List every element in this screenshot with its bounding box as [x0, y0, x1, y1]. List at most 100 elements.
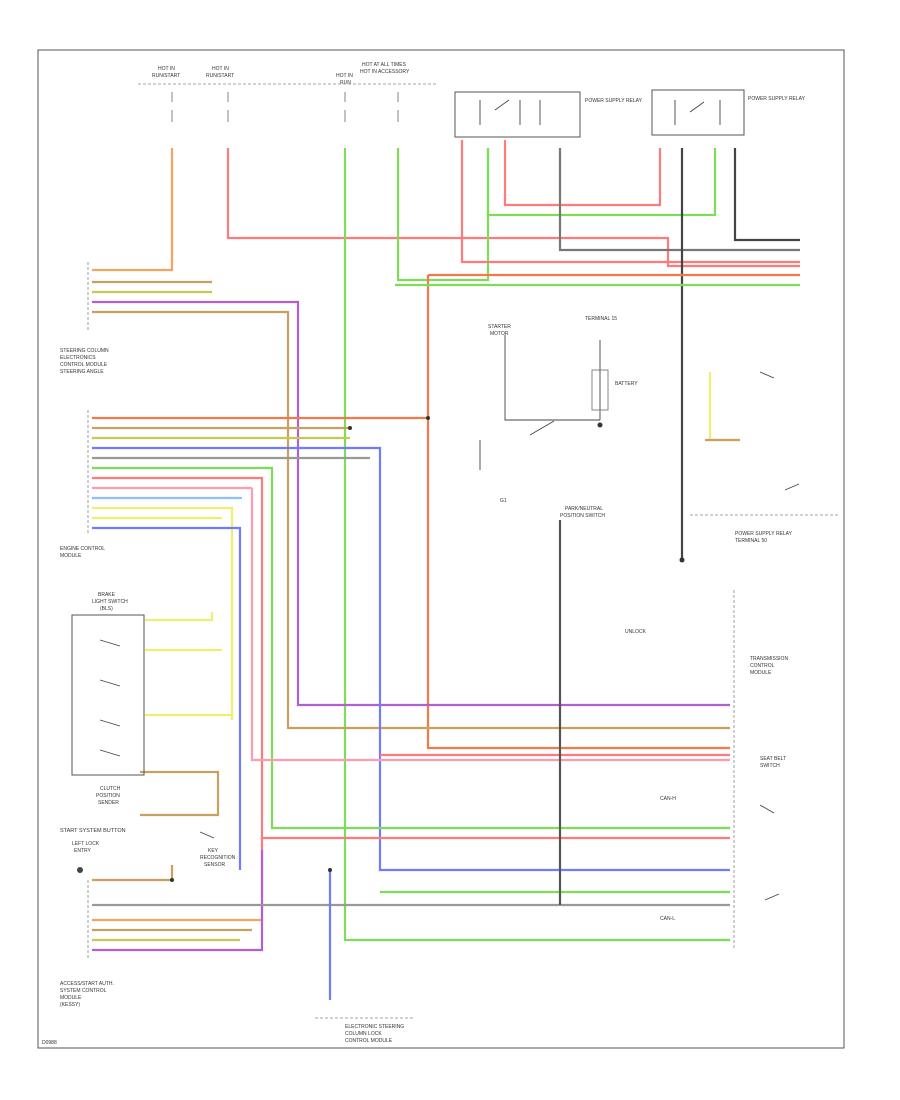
- park-label-2: POSITION SWITCH: [560, 513, 605, 519]
- engine-control-label-2: MODULE: [60, 553, 82, 559]
- starter-relay: POWER SUPPLY RELAY TERMINAL 50: [690, 483, 840, 544]
- wire-purple-1: [92, 300, 730, 707]
- steering-angle-label: STEERING ANGLE: [60, 369, 104, 375]
- brake-light-switch: BRAKE LIGHT SWITCH (BLS): [71, 592, 145, 776]
- wire-yellow-5: [145, 612, 214, 622]
- starter-relay-label-2: TERMINAL 50: [735, 538, 767, 544]
- ignition-switch-icon: [764, 893, 780, 901]
- relay-2: POWER SUPPLY RELAY: [651, 89, 806, 136]
- wire-yellow-9: [708, 372, 740, 442]
- key-sensor-label: KEY: [208, 848, 219, 854]
- start-system-button: START SYSTEM BUTTON LEFT LOCK ENTRY KEY …: [60, 828, 236, 873]
- starter-relay-label: POWER SUPPLY RELAY: [735, 531, 793, 537]
- wire-red-1: [226, 148, 800, 268]
- fuse-c-sub-label: RUN: [340, 80, 351, 86]
- fuse-b-label: HOT IN: [212, 66, 229, 72]
- steering-column-label-3: CONTROL MODULE: [60, 362, 108, 368]
- wire-blue-2: [92, 526, 242, 870]
- relay-1-label: POWER SUPPLY RELAY: [585, 98, 643, 104]
- key-sensor-label-2: RECOGNITION: [200, 855, 236, 861]
- wire-green-5: [92, 466, 730, 830]
- splice-5-icon: [170, 878, 174, 882]
- access-ctrl-label: ACCESS/START AUTH.: [60, 981, 114, 987]
- access-ctrl-label-3: MODULE: [60, 995, 82, 1001]
- inhibitor-label: TRANSMISSION: [750, 656, 788, 662]
- seat-belt-buckle: [705, 371, 775, 442]
- ground-label: G1: [500, 498, 507, 504]
- clutch-position-sender: CLUTCH POSITION SENDER: [96, 786, 121, 806]
- led-indicator-icon: [77, 867, 83, 873]
- relay-1: POWER SUPPLY RELAY: [454, 91, 643, 138]
- key-sensor-label-3: SENSOR: [204, 862, 226, 868]
- wire-green-3: [486, 148, 717, 217]
- wire-black-2: [733, 148, 800, 242]
- brake-switch-label-3: (BLS): [100, 606, 113, 612]
- access-control-module: ACCESS/START AUTH. SYSTEM CONTROL MODULE…: [60, 880, 114, 1008]
- splice-1-icon: [426, 416, 430, 420]
- access-ctrl-label-4: (KESSY): [60, 1002, 80, 1008]
- splice-4-icon: [328, 868, 332, 872]
- brake-switch-label-2: LIGHT SWITCH: [92, 599, 128, 605]
- elec-lock-label-2: COLUMN LOCK: [345, 1031, 382, 1037]
- can-hi-label: CAN-H: [660, 796, 676, 802]
- button-switch-icon: [199, 831, 215, 839]
- fuse-block-top: HOT IN RUN/START HOT IN RUN/START HOT IN…: [138, 62, 438, 122]
- wire-brown-6: [92, 865, 174, 882]
- wire-pink-2: [250, 488, 730, 762]
- inhibitor-module: TRANSMISSION CONTROL MODULE UNLOCK SEAT …: [625, 590, 788, 948]
- led-label-2: ENTRY: [74, 848, 92, 854]
- starter-relay-switch-icon: [784, 483, 800, 491]
- splice-2-icon: [348, 426, 352, 430]
- brake-switch-label: BRAKE: [98, 592, 116, 598]
- battery-node-icon: [597, 422, 603, 428]
- starter-circuit: STARTER MOTOR TERMINAL 15 BATTERY G1 PAR…: [479, 316, 638, 519]
- inhibitor-label-3: MODULE: [750, 670, 772, 676]
- fuse-d-sub-label: HOT IN ACCESSORY: [360, 69, 410, 75]
- elec-lock-label-3: CONTROL MODULE: [345, 1038, 393, 1044]
- seat-belt-label-2: SWITCH: [760, 763, 780, 769]
- splices: [170, 416, 685, 882]
- inhibitor-label-2: CONTROL: [750, 663, 775, 669]
- engine-control-module: ENGINE CONTROL MODULE: [60, 410, 105, 559]
- clutch-label-3: SENDER: [98, 800, 119, 806]
- wire-blue-1: [92, 446, 730, 872]
- engine-control-label: ENGINE CONTROL: [60, 546, 105, 552]
- footer-code: D0988: [42, 1040, 57, 1046]
- wire-green-1: [343, 148, 730, 942]
- battery-label: BATTERY: [615, 381, 638, 387]
- steering-column-label-2: ELECTRONICS: [60, 355, 96, 361]
- wire-red-3: [503, 140, 662, 207]
- diagram-border: [37, 49, 845, 1049]
- wire-green-2: [396, 148, 490, 282]
- relay-2-label: POWER SUPPLY RELAY: [748, 96, 806, 102]
- start-button-label: START SYSTEM BUTTON: [60, 828, 126, 834]
- can-lo-label: CAN-L: [660, 916, 675, 922]
- fuse-a-sub-label: RUN/START: [152, 73, 180, 79]
- wire-orange-1: [92, 148, 174, 272]
- wire-brown-4: [140, 770, 220, 817]
- wire-brown-2: [92, 310, 730, 730]
- fuse-d-label: HOT AT ALL TIMES: [362, 62, 407, 68]
- wires: [92, 140, 800, 1000]
- wire-gray-1: [558, 148, 800, 252]
- seat-belt-label: SEAT BELT: [760, 756, 786, 762]
- steering-column-label: STEERING COLUMN: [60, 348, 109, 354]
- wire-orange-5: [92, 850, 264, 922]
- wire-yellow-3: [92, 506, 234, 720]
- fuse-a-label: HOT IN: [158, 66, 175, 72]
- starter-label-2: MOTOR: [490, 331, 509, 337]
- seat-belt-switch-icon: [759, 804, 775, 814]
- access-ctrl-label-2: SYSTEM CONTROL: [60, 988, 107, 994]
- elec-lock-label: ELECTRONIC STEERING: [345, 1024, 404, 1030]
- unlock-label: UNLOCK: [625, 629, 647, 635]
- wire-orange-3: [426, 275, 730, 750]
- clutch-label-2: POSITION: [96, 793, 120, 799]
- electronic-steering-lock: ELECTRONIC STEERING COLUMN LOCK CONTROL …: [315, 1017, 415, 1044]
- fuse-b-sub-label: RUN/START: [206, 73, 234, 79]
- wire-red-4: [92, 476, 730, 840]
- fuse-c-label: HOT IN: [336, 73, 353, 79]
- led-label: LEFT LOCK: [72, 841, 100, 847]
- wire-red-2: [460, 140, 800, 264]
- splice-3-icon: [679, 557, 685, 563]
